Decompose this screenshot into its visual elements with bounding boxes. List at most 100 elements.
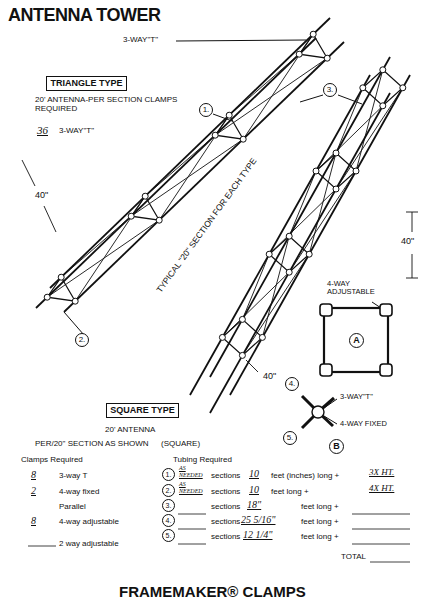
callout-number: 2.: [162, 484, 175, 497]
handwritten-entry: 10: [248, 484, 260, 495]
caption: FRAMEMAKER® CLAMPS: [119, 584, 306, 601]
clamp-joint: [333, 150, 339, 156]
blank-line: [352, 544, 410, 545]
clamp-joint: [142, 193, 148, 199]
handwritten-entry: 25 5/16": [240, 514, 276, 525]
clamp-joint: [44, 294, 50, 300]
handwritten-entry: AS NEEDED: [178, 465, 208, 478]
dimension-line: [406, 278, 418, 279]
diagonal-brace: [145, 135, 215, 196]
callout-number: 1.: [199, 103, 213, 117]
label: 3-WAY"T": [58, 127, 95, 136]
diagonal-brace: [242, 254, 269, 319]
diagonal-brace: [356, 70, 383, 171]
node-text: 4.: [166, 517, 172, 524]
dimension-line: [406, 212, 418, 213]
clamp-joint: [212, 132, 218, 138]
cross-frame: [215, 115, 243, 139]
label: sections: [210, 472, 241, 481]
node-text: 4.: [289, 380, 296, 388]
clamp-joint: [219, 334, 225, 340]
diagonal-brace: [289, 171, 356, 272]
handwritten-entry: 4X HT.: [368, 484, 395, 494]
tower-rail: [190, 75, 370, 395]
handwritten-entry: 10: [248, 468, 260, 479]
tower-sections: [36, 18, 410, 413]
clamp-joint: [239, 316, 245, 322]
diagonal-brace: [289, 171, 316, 236]
dimension-line: [412, 254, 413, 278]
clamp-joint: [324, 55, 330, 61]
label: sections: [210, 518, 241, 527]
label: 4-WAY ADJUSTABLE: [326, 280, 390, 297]
detail-label: B: [329, 439, 344, 454]
label: 20' ANTENNA-PER SECTION CLAMPS REQUIRED: [34, 96, 186, 114]
node-text: TRIANGLE TYPE: [50, 79, 122, 88]
label: TYPICAL "20" SECTION FOR EACH TYPE: [154, 156, 259, 296]
corner-clamp: [380, 304, 392, 316]
clamp-joint: [380, 103, 386, 109]
leader-line: [64, 312, 84, 335]
clamp-joint: [333, 186, 339, 192]
leader-line: [176, 40, 306, 41]
node-text: 3.: [327, 86, 334, 94]
clamp-joint: [360, 85, 366, 91]
handwritten-entry: 8: [30, 515, 37, 526]
dimension-line: [246, 360, 258, 372]
callout-number: 5.: [283, 431, 297, 445]
square-frame: [324, 308, 388, 372]
label: sections: [210, 533, 241, 542]
diagonal-brace: [262, 236, 289, 337]
type-heading-box: SQUARE TYPE: [106, 403, 179, 418]
handwritten-entry: 8: [30, 469, 37, 480]
cross-frame: [269, 236, 309, 272]
clamp-joint: [380, 67, 386, 73]
type-heading-box: TRIANGLE TYPE: [46, 76, 127, 91]
diagonal-brace: [336, 88, 363, 153]
label: 3-WAY"T": [339, 393, 374, 401]
blank-line: [370, 562, 410, 563]
node-text: 2.: [79, 336, 86, 344]
handwritten-entry: 12 1/4": [242, 529, 273, 540]
node-text: 3.: [166, 502, 172, 509]
callout-number: 3.: [162, 499, 175, 512]
callout-number: 4.: [285, 377, 299, 391]
handwritten-entry: 2: [30, 485, 37, 496]
detail-a-frame: [320, 304, 392, 376]
label: 20' ANTENNA: [104, 426, 156, 435]
corner-clamp: [320, 364, 332, 376]
tower-rail: [230, 75, 410, 395]
label: 4-way adjustable: [58, 518, 120, 527]
label: 40": [262, 372, 277, 382]
clamp-joint: [58, 274, 64, 280]
node-text: SQUARE TYPE: [110, 406, 175, 415]
diagonal-brace: [215, 58, 327, 135]
diagonal-brace: [242, 254, 309, 355]
label: 4-way fixed: [58, 488, 100, 497]
diagonal-brace: [75, 196, 145, 301]
leader-line: [338, 95, 362, 104]
tower-rail: [210, 57, 390, 377]
diagonal-brace: [47, 220, 159, 297]
node-text: 5.: [287, 434, 294, 442]
label: Parallel: [58, 503, 87, 512]
clamp-joint: [226, 112, 232, 118]
clamp-joint: [239, 352, 245, 358]
blank-line: [178, 514, 206, 515]
tower-rail: [210, 93, 390, 413]
callout-number: 5.: [162, 529, 175, 542]
table-blanks: [28, 514, 410, 562]
diagonal-brace: [309, 153, 336, 254]
label: TOTAL: [340, 553, 367, 562]
leader-line: [213, 114, 232, 121]
clamp-joint: [266, 251, 272, 257]
clamp-joint: [400, 85, 406, 91]
callout-number: 2.: [75, 333, 89, 347]
blank-line: [28, 546, 56, 547]
label: 4-WAY FIXED: [339, 420, 388, 428]
label: 3-way T: [58, 472, 88, 481]
label: feet long +: [270, 488, 310, 497]
label: 2 way adjustable: [58, 540, 120, 549]
handwritten-entry: AS NEEDED: [178, 481, 208, 494]
cross-frame: [363, 70, 403, 106]
